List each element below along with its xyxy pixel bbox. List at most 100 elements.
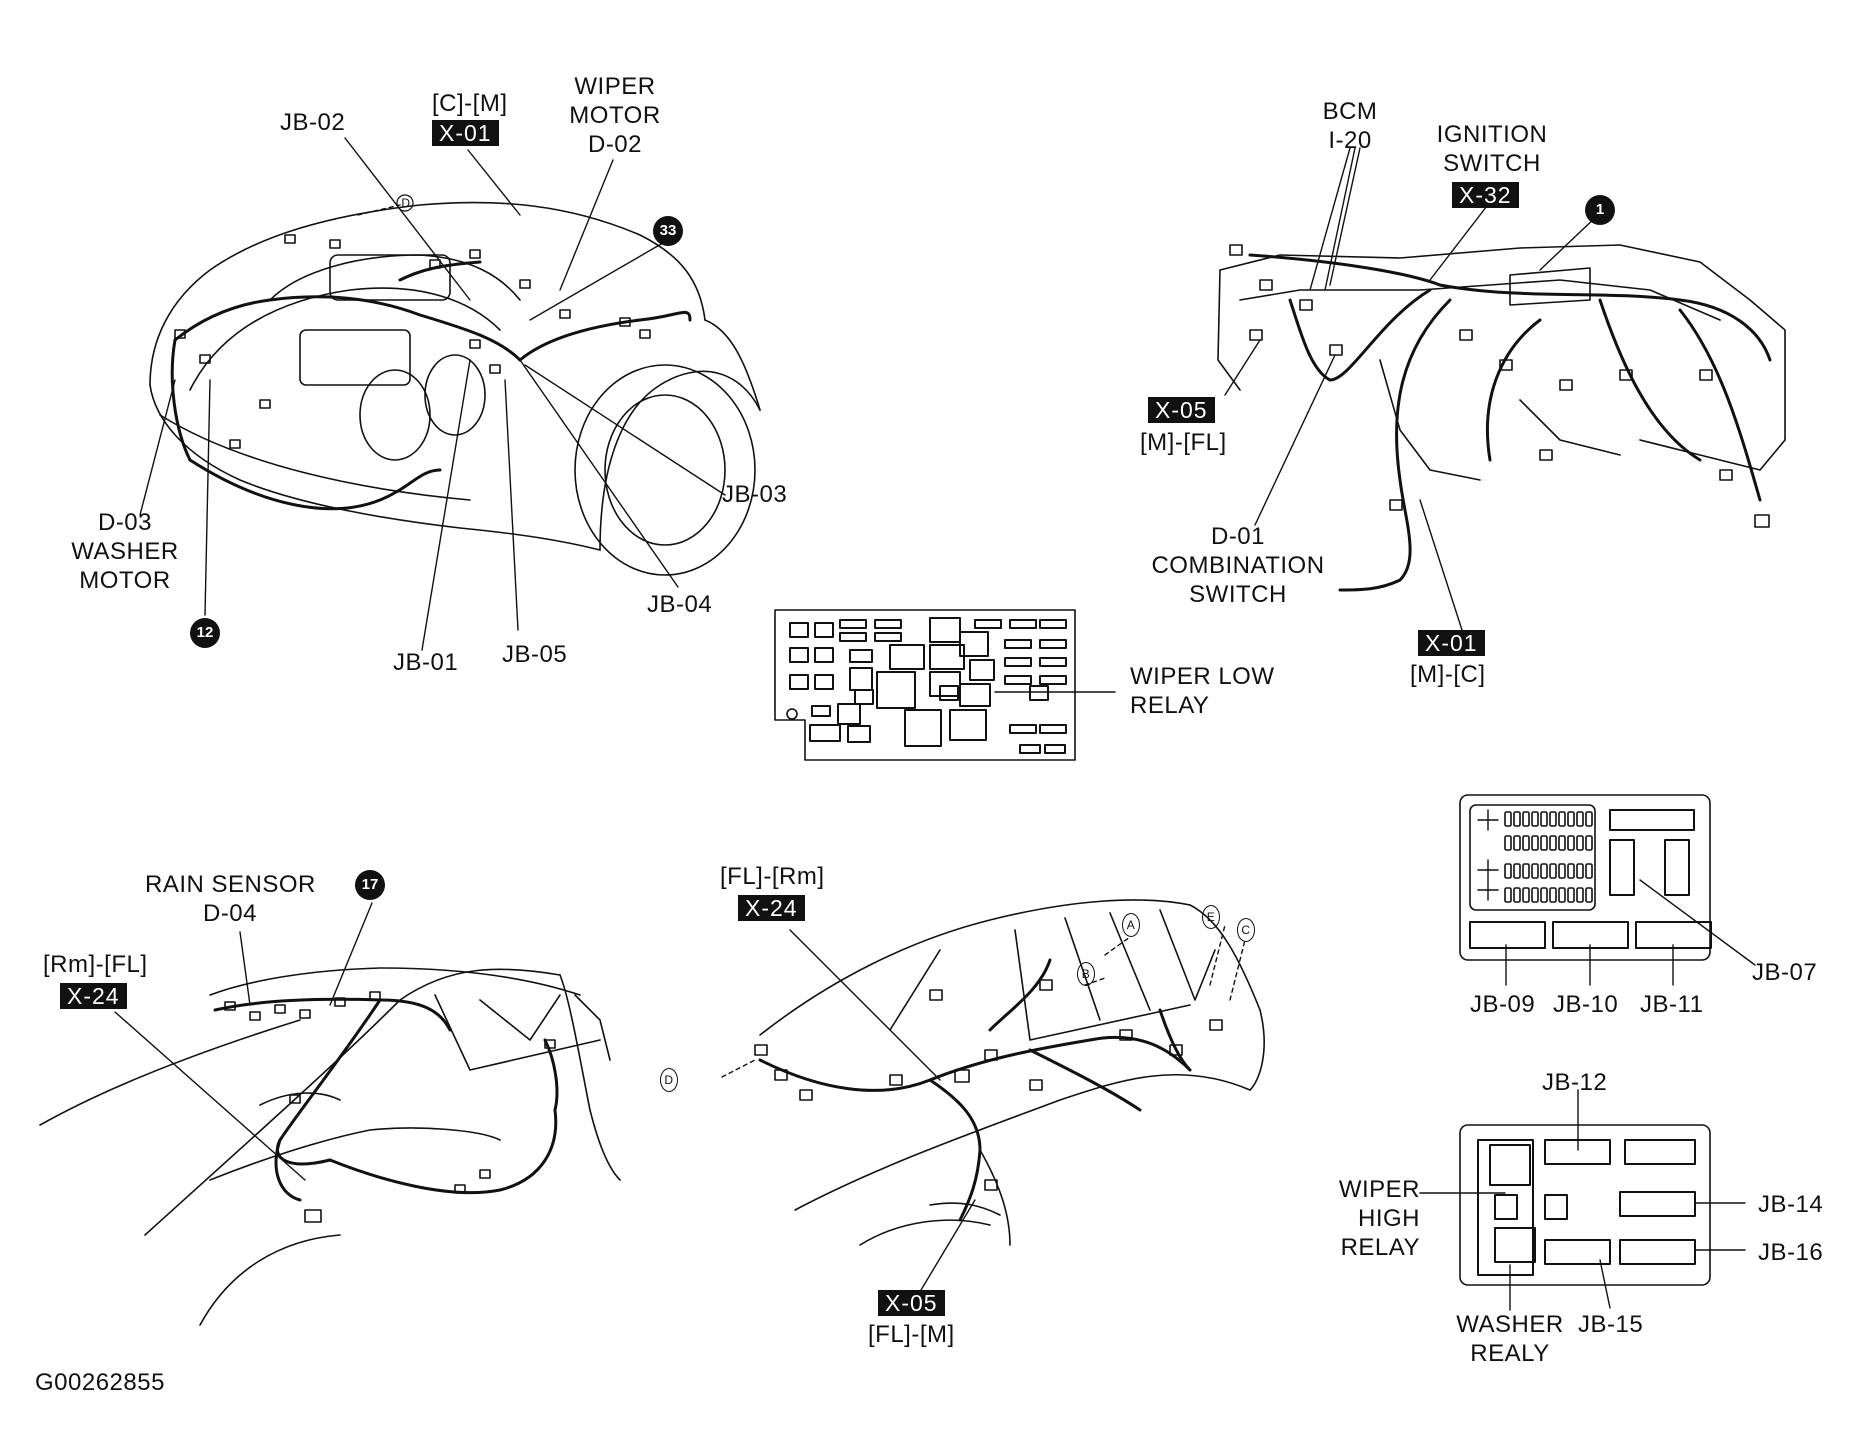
ignition-line1: IGNITION <box>1436 121 1548 148</box>
engine-bay-connectors <box>174 234 651 449</box>
fuse-slot <box>1504 863 1512 879</box>
combination-line2: SWITCH <box>1189 581 1287 608</box>
jb-11-label: JB-11 <box>1640 991 1704 1018</box>
fuse-slot <box>1549 835 1557 851</box>
washer-motor-label: D-03 WASHER MOTOR <box>60 508 190 595</box>
front-cabin-car-outline <box>39 967 621 1326</box>
fuse-slot <box>1585 887 1593 903</box>
x05-rear-route-label: [FL]-[M] <box>868 1321 955 1348</box>
combination-line1: COMBINATION <box>1151 552 1325 579</box>
fuse-slot <box>1585 835 1593 851</box>
wiper-low-relay-line1: WIPER LOW <box>1130 663 1275 690</box>
combination-code: D-01 <box>1210 523 1266 550</box>
washer-motor-line1: WASHER <box>71 538 179 565</box>
x32-connector-tag: X-32 <box>1452 182 1519 208</box>
rear-cabin-harness <box>758 958 1192 1222</box>
fuse-slot <box>1567 835 1575 851</box>
fuse-slot <box>1567 887 1575 903</box>
x01-dash-connector-tag: X-01 <box>1418 630 1485 656</box>
badge-33: 33 <box>653 216 683 246</box>
fuse-slot <box>1558 835 1566 851</box>
dashboard-connectors <box>1229 244 1770 528</box>
marker-d-cabin: D <box>660 1068 678 1092</box>
fuse-slot <box>1504 835 1512 851</box>
washer-motor-line2: MOTOR <box>79 567 171 594</box>
jb-02-label: JB-02 <box>280 109 346 136</box>
fuse-slot <box>1540 835 1548 851</box>
fuse-slot <box>1558 811 1566 827</box>
dashboard-outline <box>1217 244 1786 481</box>
wiper-high-relay-line2: HIGH <box>1358 1205 1420 1232</box>
marker-c: C <box>1237 918 1255 942</box>
front-cabin-leaders <box>114 902 373 1181</box>
marker-b: B <box>1077 962 1095 986</box>
ignition-switch-label: IGNITION SWITCH <box>1432 120 1552 178</box>
marker-a: A <box>1122 913 1140 937</box>
badge-12: 12 <box>190 618 220 648</box>
x24-rear-route-label: [FL]-[Rm] <box>720 863 825 890</box>
rear-cabin-leaders <box>721 924 1246 1301</box>
fuse-slot <box>1540 811 1548 827</box>
x05-rear-connector-tag: X-05 <box>878 1290 945 1316</box>
x01-connector-tag: X-01 <box>432 120 499 146</box>
wiper-motor-code: D-02 <box>587 131 643 158</box>
jb-15-label: JB-15 <box>1578 1311 1644 1338</box>
rear-cabin-connectors <box>754 979 1223 1191</box>
dashboard-leaders <box>1224 147 1599 631</box>
fuse-slot <box>1576 835 1584 851</box>
fuse-slot <box>1576 887 1584 903</box>
fuse-slot <box>1513 887 1521 903</box>
x01-route-label: [C]-[M] <box>432 90 508 117</box>
bcm-code: I-20 <box>1328 127 1372 154</box>
marker-d-engine: D <box>401 196 411 210</box>
fuse-slot <box>1513 863 1521 879</box>
engine-bay-leaders <box>139 137 726 651</box>
fuse-slot <box>1549 811 1557 827</box>
fuse-panel <box>1459 794 1756 986</box>
bcm-label: BCM I-20 <box>1310 97 1390 155</box>
wiper-low-relay-line2: RELAY <box>1130 692 1210 719</box>
fuse-slot <box>1558 887 1566 903</box>
relay-box <box>774 609 1116 761</box>
badge-1: 1 <box>1585 195 1615 225</box>
fuse-slot <box>1522 863 1530 879</box>
fuse-slot <box>1576 863 1584 879</box>
fuse-panel-fuses <box>1504 811 1593 903</box>
jb-03-label: JB-03 <box>722 481 788 508</box>
fuse-slot <box>1558 863 1566 879</box>
washer-relay-line1: WASHER <box>1456 1311 1564 1338</box>
rain-sensor-label: RAIN SENSOR D-04 <box>145 870 315 928</box>
fuse-slot <box>1567 811 1575 827</box>
washer-motor-code: D-03 <box>97 509 153 536</box>
fuse-slot <box>1504 811 1512 827</box>
rear-cabin-car-outline <box>759 899 1265 1246</box>
bcm-line1: BCM <box>1322 98 1378 125</box>
washer-relay-line2: REALY <box>1470 1340 1550 1367</box>
fuse-slot <box>1585 811 1593 827</box>
jb-04-label: JB-04 <box>647 591 713 618</box>
fuse-slot <box>1540 863 1548 879</box>
fuse-slot <box>1531 863 1539 879</box>
relay-panel <box>1419 1089 1746 1311</box>
fuse-slot <box>1531 887 1539 903</box>
jb-05-label: JB-05 <box>502 641 568 668</box>
washer-relay-label: WASHER REALY <box>1455 1310 1565 1368</box>
ignition-line2: SWITCH <box>1443 150 1541 177</box>
figure-id: G00262855 <box>35 1369 165 1396</box>
fuse-slot <box>1549 887 1557 903</box>
fuse-slot <box>1531 835 1539 851</box>
fuse-slot <box>1513 811 1521 827</box>
jb-12-label: JB-12 <box>1542 1069 1608 1096</box>
jb-10-label: JB-10 <box>1553 991 1619 1018</box>
dashboard-harness <box>1248 253 1772 592</box>
x24-front-route-label: [Rm]-[FL] <box>43 951 148 978</box>
wiper-high-relay-line3: RELAY <box>1340 1234 1420 1261</box>
fuse-slot <box>1531 811 1539 827</box>
front-cabin-connectors <box>224 991 556 1223</box>
jb-01-label: JB-01 <box>393 649 459 676</box>
marker-e: E <box>1202 905 1220 929</box>
fuse-slot <box>1504 887 1512 903</box>
x24-front-connector-tag: X-24 <box>60 983 127 1009</box>
badge-17: 17 <box>355 870 385 900</box>
